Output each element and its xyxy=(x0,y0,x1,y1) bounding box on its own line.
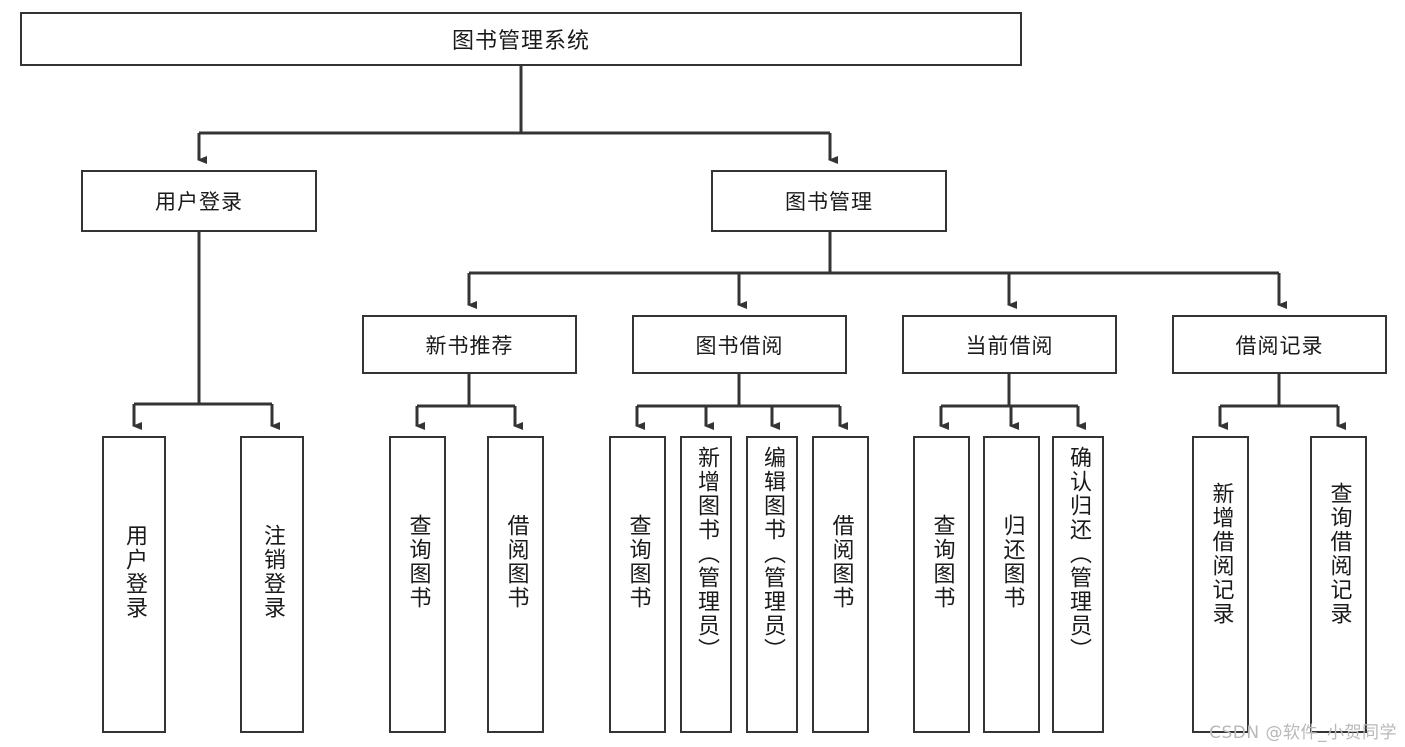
node-book-borrow[interactable]: 图书借阅 xyxy=(632,315,847,374)
csdn-watermark: CSDN @软件_小贺同学 xyxy=(1209,723,1397,743)
node-leaf-query-book-recommend[interactable]: 查询图书 xyxy=(389,436,446,733)
node-leaf-user-login-label: 用户登录 xyxy=(121,524,147,620)
node-leaf-query-book-recommend-label: 查询图书 xyxy=(405,514,431,610)
node-root-label: 图书管理系统 xyxy=(451,29,590,54)
node-leaf-query-book-current[interactable]: 查询图书 xyxy=(913,436,970,733)
node-book-management-label: 图书管理 xyxy=(785,190,873,214)
node-root[interactable]: 图书管理系统 xyxy=(20,12,1022,66)
node-leaf-add-borrow-record-label: 新增借阅记录 xyxy=(1208,482,1234,626)
node-user-login[interactable]: 用户登录 xyxy=(81,170,317,232)
node-leaf-query-borrow-record-label: 查询借阅记录 xyxy=(1326,482,1352,626)
node-leaf-confirm-return-admin-label: 确认归还（管理员） xyxy=(1065,446,1091,662)
node-book-borrow-label: 图书借阅 xyxy=(695,333,784,358)
node-leaf-add-book-admin[interactable]: 新增图书（管理员） xyxy=(680,436,732,733)
node-leaf-logout[interactable]: 注销登录 xyxy=(240,436,304,733)
node-user-login-label: 用户登录 xyxy=(155,190,243,214)
node-new-book-recommend-label: 新书推荐 xyxy=(425,333,514,358)
node-leaf-add-borrow-record[interactable]: 新增借阅记录 xyxy=(1192,436,1249,733)
node-current-borrow-label: 当前借阅 xyxy=(965,333,1054,358)
node-leaf-logout-label: 注销登录 xyxy=(259,524,285,620)
node-leaf-user-login[interactable]: 用户登录 xyxy=(102,436,166,733)
node-borrow-records[interactable]: 借阅记录 xyxy=(1172,315,1387,374)
node-leaf-borrow-book-label: 借阅图书 xyxy=(828,514,854,610)
node-leaf-borrow-book[interactable]: 借阅图书 xyxy=(812,436,869,733)
node-leaf-query-borrow-record[interactable]: 查询借阅记录 xyxy=(1310,436,1367,733)
node-leaf-return-book[interactable]: 归还图书 xyxy=(983,436,1040,733)
node-leaf-query-book-borrow[interactable]: 查询图书 xyxy=(609,436,666,733)
node-borrow-records-label: 借阅记录 xyxy=(1235,333,1324,358)
node-new-book-recommend[interactable]: 新书推荐 xyxy=(362,315,577,374)
node-current-borrow[interactable]: 当前借阅 xyxy=(902,315,1117,374)
node-leaf-return-book-label: 归还图书 xyxy=(999,514,1025,610)
node-leaf-query-book-current-label: 查询图书 xyxy=(929,514,955,610)
node-leaf-query-book-borrow-label: 查询图书 xyxy=(625,514,651,610)
node-leaf-confirm-return-admin[interactable]: 确认归还（管理员） xyxy=(1052,436,1104,733)
node-leaf-add-book-admin-label: 新增图书（管理员） xyxy=(693,446,719,662)
node-leaf-borrow-book-recommend[interactable]: 借阅图书 xyxy=(487,436,544,733)
node-leaf-edit-book-admin[interactable]: 编辑图书（管理员） xyxy=(746,436,798,733)
node-book-management[interactable]: 图书管理 xyxy=(711,170,947,232)
node-leaf-borrow-book-recommend-label: 借阅图书 xyxy=(503,514,529,610)
node-leaf-edit-book-admin-label: 编辑图书（管理员） xyxy=(759,446,785,662)
